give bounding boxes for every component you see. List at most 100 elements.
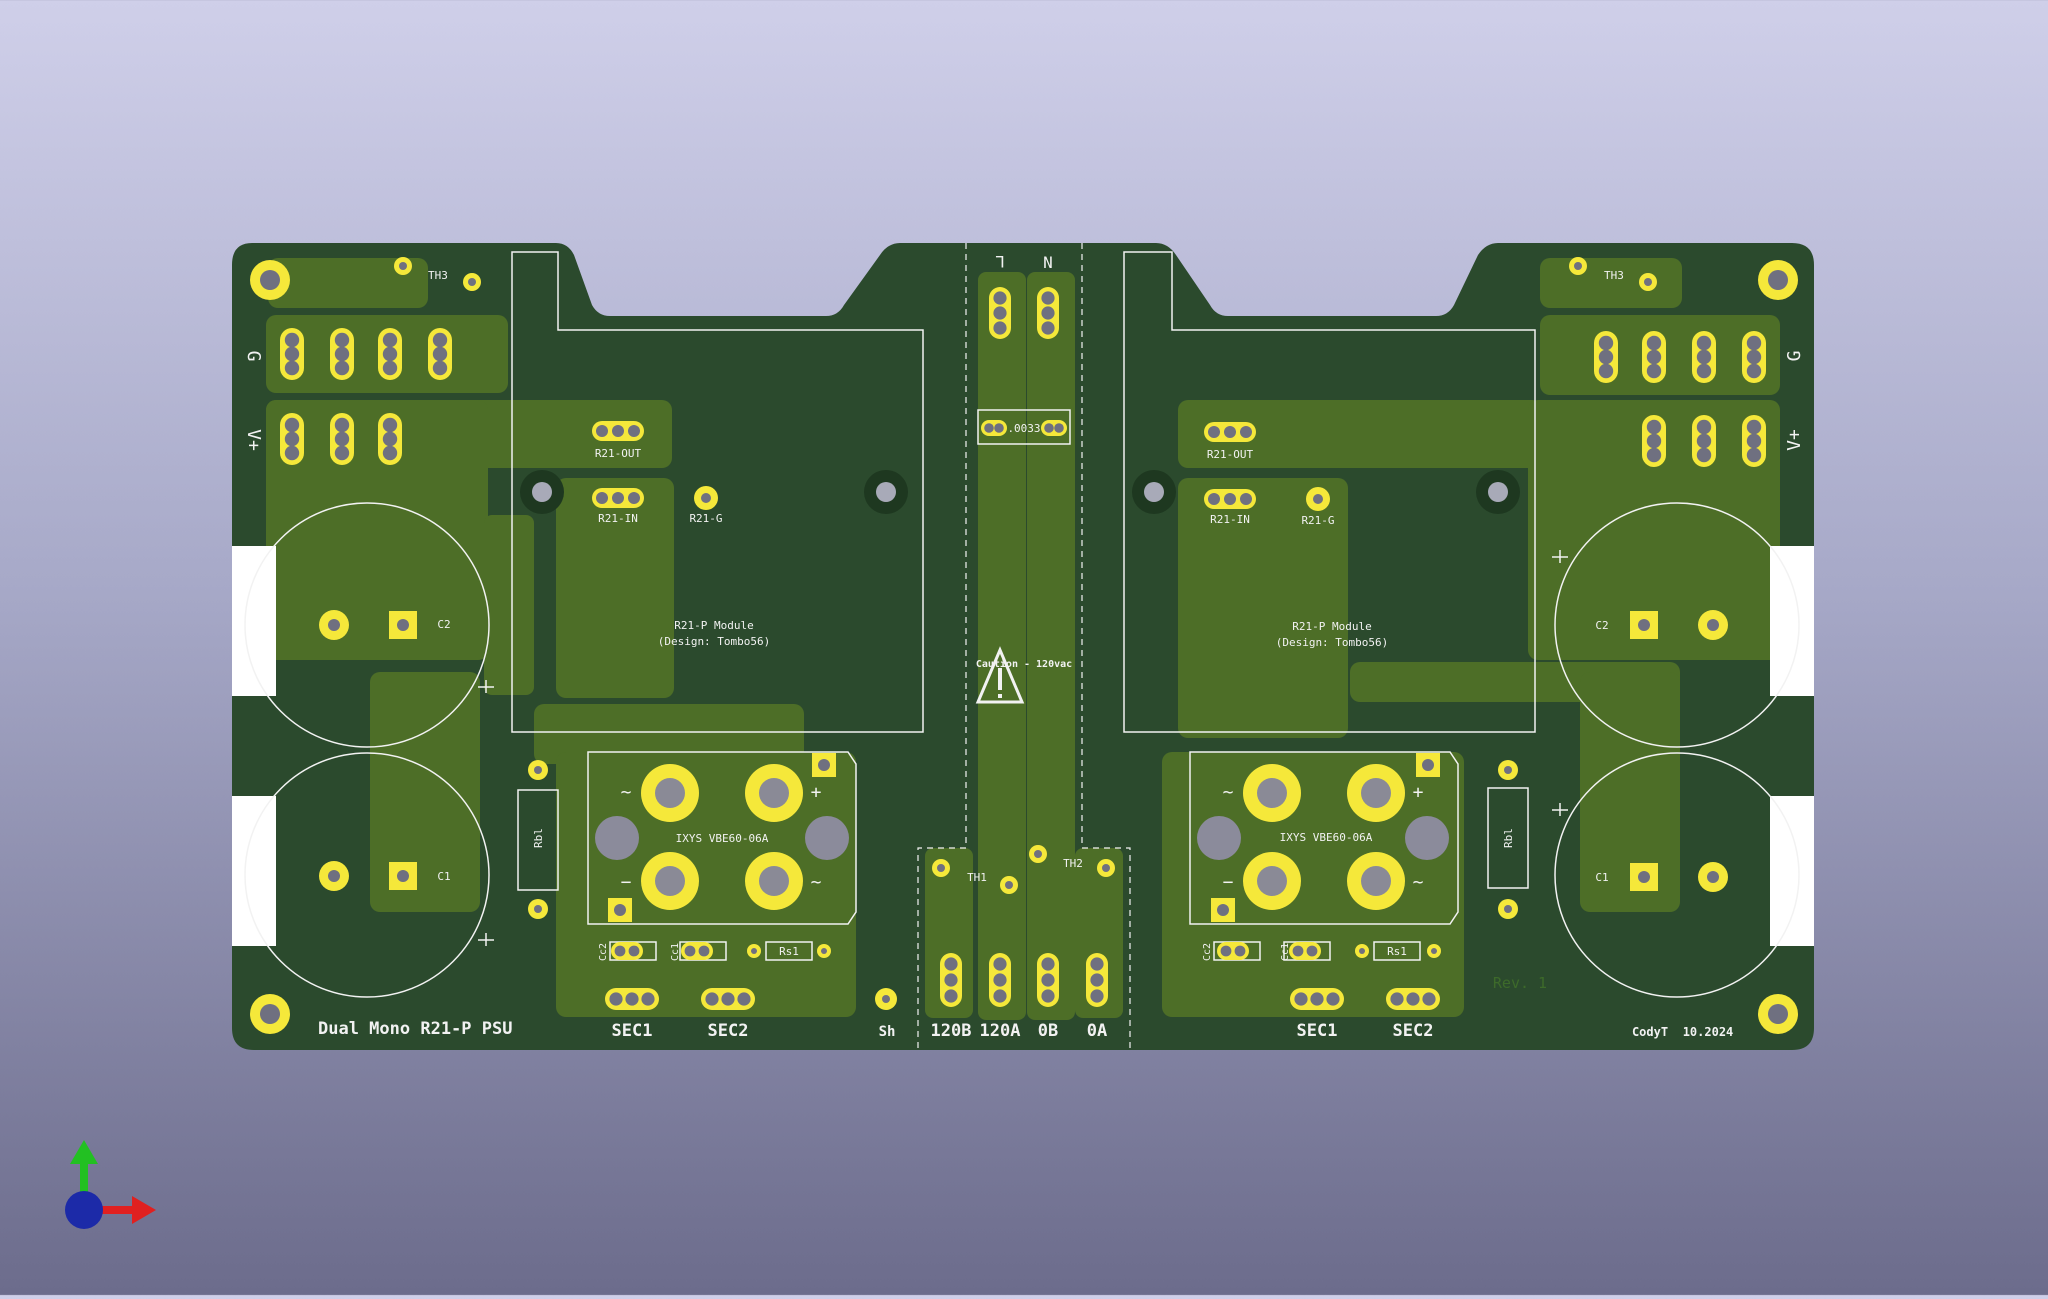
neutral-connector-hole xyxy=(1041,321,1055,335)
g-terminal-right-0-hole xyxy=(1598,363,1614,379)
sec2-left-connector-hole xyxy=(737,992,751,1006)
primary-tap-0-hole xyxy=(944,989,958,1003)
g-terminal-right-3-hole xyxy=(1746,363,1762,379)
g-terminal-left-0-hole xyxy=(284,360,300,376)
bridge-left-pad-2-hole xyxy=(655,866,685,896)
primary-tap-3-hole xyxy=(1090,989,1104,1003)
c1-neg-left-hole xyxy=(328,870,340,882)
bridge-label-right: IXYS VBE60-06A xyxy=(1280,831,1373,844)
g-terminal-right-1-hole xyxy=(1646,363,1662,379)
bridge-left-pad-0-hole xyxy=(655,778,685,808)
th1-pad-b-hole xyxy=(1005,881,1013,889)
rs1-label-right: Rs1 xyxy=(1387,945,1407,958)
primary-tap-1-hole xyxy=(993,989,1007,1003)
sec1-label-left: SEC1 xyxy=(612,1021,653,1041)
fuse-cap-pad-right-hole xyxy=(1044,423,1054,433)
r21-in-label-right: R21-IN xyxy=(1210,513,1250,526)
primary-tap-3-hole xyxy=(1090,973,1104,987)
bridge-right-pad-0-hole xyxy=(1257,778,1287,808)
vplus-terminal-right-0-hole xyxy=(1646,447,1662,463)
th2-pad-a-hole xyxy=(1034,850,1042,858)
c2-label-right: C2 xyxy=(1595,619,1608,632)
g-terminal-left-2-hole xyxy=(382,332,398,348)
date-label: 10.2024 xyxy=(1683,1025,1734,1039)
vplus-terminal-right-2-hole xyxy=(1746,433,1762,449)
g-terminal-right-2-hole xyxy=(1696,363,1712,379)
bridge-right-mark-b-hole xyxy=(1217,904,1229,916)
p0a-label: 0A xyxy=(1087,1021,1107,1041)
fuse-cap-label: .0033 xyxy=(1007,422,1040,435)
bridge-left-mark-a-hole xyxy=(818,759,830,771)
cc2-left-hole xyxy=(628,945,640,957)
th3-label-right: TH3 xyxy=(1604,269,1624,282)
g-terminal-right-3-hole xyxy=(1746,349,1762,365)
sec2-label-right: SEC2 xyxy=(1393,1021,1434,1041)
primary-tap-3-hole xyxy=(1090,957,1104,971)
neutral-connector-hole xyxy=(1041,306,1055,320)
rbl-pad-left-top-hole xyxy=(534,766,542,774)
module-designer-right: (Design: Tombo56) xyxy=(1276,636,1389,649)
g-terminal-left-2-hole xyxy=(382,346,398,362)
primary-tap-2-hole xyxy=(1041,973,1055,987)
vplus-terminal-right-0-hole xyxy=(1646,419,1662,435)
sec1-right-connector-hole xyxy=(1326,992,1340,1006)
th1-label: TH1 xyxy=(967,871,987,884)
bridge-left-pad-3-hole xyxy=(759,866,789,896)
primary-tap-0-hole xyxy=(944,973,958,987)
sec1-left-connector-hole xyxy=(625,992,639,1006)
th3-pad-right-b-hole xyxy=(1644,278,1652,286)
cc2-right-hole xyxy=(1220,945,1232,957)
sec1-left-connector-hole xyxy=(609,992,623,1006)
p0b-label: 0B xyxy=(1038,1021,1058,1041)
cc1-label-right: Cc1 xyxy=(1280,943,1291,961)
th3-pad-right-a-hole xyxy=(1574,262,1582,270)
bridge-minus-label-r: − xyxy=(1223,872,1234,893)
xyz-axis-gizmo-icon xyxy=(65,1140,156,1229)
cc1-left-hole xyxy=(684,945,696,957)
p120a-label: 120A xyxy=(980,1021,1021,1041)
vplus-terminal-left-2-hole xyxy=(382,445,398,461)
bridge-minus-label-l: − xyxy=(621,872,632,893)
board-title: Dual Mono R21-P PSU xyxy=(318,1019,512,1039)
c1-label-left: C1 xyxy=(437,870,450,883)
g-terminal-right-0-hole xyxy=(1598,349,1614,365)
r21-out-right-hole xyxy=(1224,426,1236,438)
vplus-terminal-right-1-hole xyxy=(1696,447,1712,463)
g-terminal-left-3-hole xyxy=(432,332,448,348)
g-label-left: G xyxy=(243,351,264,362)
cc2-right-hole xyxy=(1234,945,1246,957)
vplus-terminal-left-0-hole xyxy=(284,417,300,433)
r21-g-right-hole xyxy=(1313,494,1323,504)
primary-tap-1-hole xyxy=(993,973,1007,987)
primary-tap-2-hole xyxy=(1041,957,1055,971)
r21-in-right-hole xyxy=(1240,493,1252,505)
line-connector-hole xyxy=(993,306,1007,320)
r21-in-left-hole xyxy=(596,492,608,504)
g-terminal-left-1-hole xyxy=(334,346,350,362)
r21-in-left-hole xyxy=(628,492,640,504)
shield-pad-hole xyxy=(882,995,890,1003)
primary-tap-1-hole xyxy=(993,957,1007,971)
sec2-right-connector-hole xyxy=(1422,992,1436,1006)
vplus-terminal-right-2-hole xyxy=(1746,447,1762,463)
module-label-right: R21-P Module xyxy=(1292,620,1371,633)
rs1-left-b-hole xyxy=(821,948,827,954)
vplus-terminal-left-1-hole xyxy=(334,431,350,447)
rs1-left-a-hole xyxy=(751,948,757,954)
r21-g-label-left: R21-G xyxy=(689,512,722,525)
sec1-right-connector-hole xyxy=(1294,992,1308,1006)
cc1-label-left: Cc1 xyxy=(670,943,681,961)
rbl-label-right: Rbl xyxy=(1502,828,1515,848)
r21-in-right-hole xyxy=(1224,493,1236,505)
c2-neg-right-hole xyxy=(1707,619,1719,631)
bridge-right-pad-2-hole xyxy=(1257,866,1287,896)
r21-in-left-hole xyxy=(612,492,624,504)
g-terminal-right-0-hole xyxy=(1598,335,1614,351)
rs1-right-b-hole xyxy=(1431,948,1437,954)
l-connector-label: L xyxy=(995,252,1005,271)
sh-label: Sh xyxy=(879,1024,896,1040)
c1-pos-left-hole xyxy=(397,870,409,882)
r21-in-label-left: R21-IN xyxy=(598,512,638,525)
